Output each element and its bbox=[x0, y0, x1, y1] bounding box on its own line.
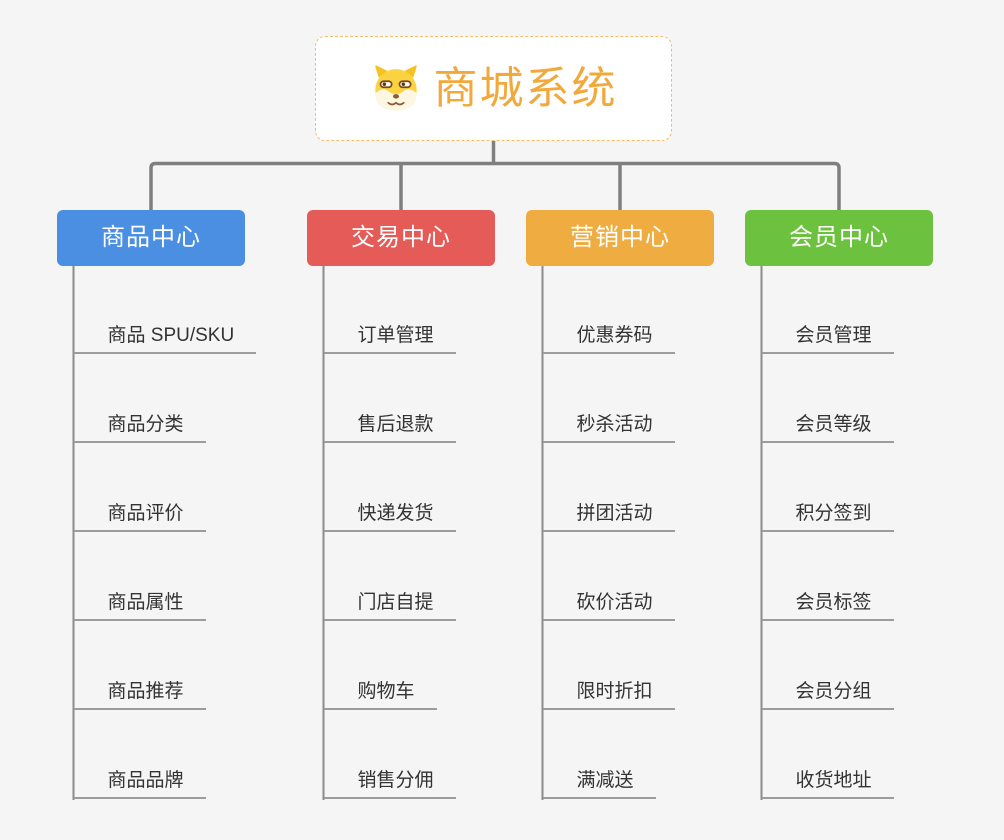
child-label: 商品分类 bbox=[107, 414, 184, 435]
child-node-product-center-1[interactable]: 商品分类 bbox=[73, 403, 206, 443]
child-node-trade-center-2[interactable]: 快递发货 bbox=[323, 492, 456, 532]
child-label: 砍价活动 bbox=[576, 592, 653, 613]
child-label: 商品 SPU/SKU bbox=[107, 325, 235, 346]
child-node-trade-center-4[interactable]: 购物车 bbox=[323, 670, 437, 710]
child-node-marketing-center-3[interactable]: 砍价活动 bbox=[542, 581, 675, 621]
child-label: 商品评价 bbox=[107, 503, 184, 524]
child-label: 满减送 bbox=[576, 770, 634, 791]
child-node-marketing-center-5[interactable]: 满减送 bbox=[542, 759, 656, 799]
child-label: 售后退款 bbox=[357, 414, 434, 435]
child-label: 拼团活动 bbox=[576, 503, 653, 524]
branch-label: 营销中心 bbox=[570, 224, 670, 251]
branch-label: 会员中心 bbox=[789, 224, 889, 251]
child-label: 收货地址 bbox=[795, 770, 872, 791]
child-node-trade-center-3[interactable]: 门店自提 bbox=[323, 581, 456, 621]
child-label: 商品属性 bbox=[107, 592, 184, 613]
child-label: 会员分组 bbox=[795, 681, 872, 702]
child-label: 订单管理 bbox=[357, 325, 434, 346]
branch-node-member-center[interactable]: 会员中心 bbox=[745, 210, 933, 266]
child-node-trade-center-1[interactable]: 售后退款 bbox=[323, 403, 456, 443]
child-label: 秒杀活动 bbox=[576, 414, 653, 435]
child-node-product-center-3[interactable]: 商品属性 bbox=[73, 581, 206, 621]
child-node-member-center-4[interactable]: 会员分组 bbox=[761, 670, 894, 710]
child-node-member-center-0[interactable]: 会员管理 bbox=[761, 314, 894, 354]
dog-face-icon bbox=[374, 64, 417, 111]
child-node-marketing-center-0[interactable]: 优惠券码 bbox=[542, 314, 675, 354]
branch-connector-line bbox=[149, 161, 841, 210]
child-node-marketing-center-4[interactable]: 限时折扣 bbox=[542, 670, 675, 710]
child-label: 快递发货 bbox=[357, 503, 434, 524]
child-label: 商品推荐 bbox=[107, 681, 184, 702]
child-node-trade-center-5[interactable]: 销售分佣 bbox=[323, 759, 456, 799]
child-label: 优惠券码 bbox=[576, 325, 653, 346]
child-node-member-center-3[interactable]: 会员标签 bbox=[761, 581, 894, 621]
child-node-product-center-2[interactable]: 商品评价 bbox=[73, 492, 206, 532]
child-label: 购物车 bbox=[357, 681, 415, 702]
root-title: 商城系统 bbox=[433, 63, 618, 113]
child-node-member-center-1[interactable]: 会员等级 bbox=[761, 403, 894, 443]
child-node-member-center-2[interactable]: 积分签到 bbox=[761, 492, 894, 532]
child-label: 商品品牌 bbox=[107, 770, 184, 791]
child-label: 限时折扣 bbox=[576, 681, 653, 702]
child-node-product-center-0[interactable]: 商品 SPU/SKU bbox=[73, 314, 257, 354]
branch-node-marketing-center[interactable]: 营销中心 bbox=[526, 210, 714, 266]
child-node-product-center-5[interactable]: 商品品牌 bbox=[73, 759, 206, 799]
branch-node-trade-center[interactable]: 交易中心 bbox=[307, 210, 495, 266]
branch-node-product-center[interactable]: 商品中心 bbox=[57, 210, 245, 266]
child-node-member-center-5[interactable]: 收货地址 bbox=[761, 759, 894, 799]
child-node-marketing-center-2[interactable]: 拼团活动 bbox=[542, 492, 675, 532]
child-node-trade-center-0[interactable]: 订单管理 bbox=[323, 314, 456, 354]
branch-label: 商品中心 bbox=[101, 224, 201, 251]
child-label: 门店自提 bbox=[357, 592, 434, 613]
child-node-marketing-center-1[interactable]: 秒杀活动 bbox=[542, 403, 675, 443]
child-label: 积分签到 bbox=[795, 503, 872, 524]
child-label: 会员管理 bbox=[795, 325, 872, 346]
root-node[interactable]: 商城系统 bbox=[315, 36, 672, 141]
child-label: 会员标签 bbox=[795, 592, 872, 613]
child-label: 销售分佣 bbox=[357, 770, 434, 791]
child-label: 会员等级 bbox=[795, 414, 872, 435]
branch-label: 交易中心 bbox=[351, 224, 451, 251]
child-node-product-center-4[interactable]: 商品推荐 bbox=[73, 670, 206, 710]
